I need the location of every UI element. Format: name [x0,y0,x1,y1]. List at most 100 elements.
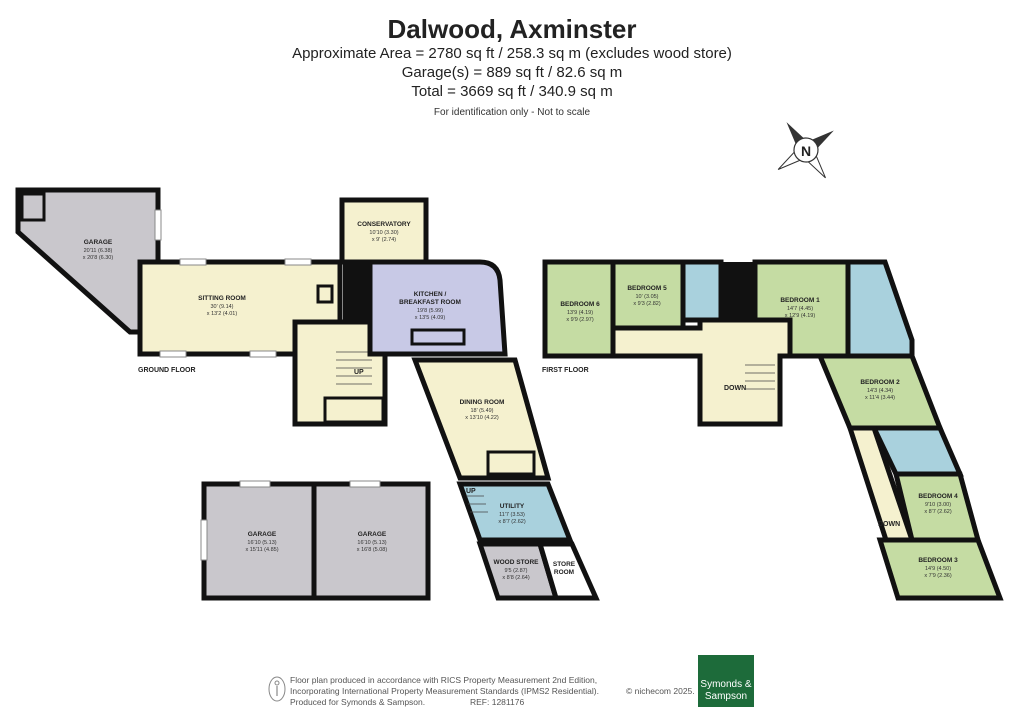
garage-right-dim1: 16'10 (5.13) [357,540,386,546]
room-garage-main [15,187,161,335]
bedroom2-dim2: x 11'4 (3.44) [865,395,895,401]
footer-ref: REF: 1281176 [470,697,525,707]
garage-window [154,209,162,241]
utility-dim2: x 8'7 (2.62) [498,519,526,525]
kitchen-label-1: KITCHEN / [414,291,447,298]
bedroom5-dim2: x 9'3 (2.82) [633,301,661,307]
store-room-label-2: ROOM [554,569,574,576]
room-garage-right [311,481,431,601]
conservatory-label: CONSERVATORY [357,221,411,228]
room-bathroom-small [680,259,724,323]
sitting-window-1 [179,258,207,266]
compass-north-label: N [801,143,811,159]
garage-area: Garage(s) = 889 sq ft / 82.6 sq m [401,64,623,81]
bedroom4-dim2: x 8'7 (2.62) [924,509,952,515]
garage-left-window [239,480,271,488]
bedroom3-dim1: 14'9 (4.50) [925,566,951,572]
conservatory-dim1: 10'10 (3.30) [369,230,398,236]
room-kitchen [367,259,508,357]
footer-line-3: Produced for Symonds & Sampson. [290,697,426,707]
garage-main-dim2: x 20'8 (6.30) [83,255,114,261]
room-ensuite-1 [845,259,915,359]
garage-cupboard [20,192,46,222]
dining-room-dim1: 18' (5.49) [470,408,493,414]
approximate-area: Approximate Area = 2780 sq ft / 258.3 sq… [292,45,732,62]
room-store-room [536,541,600,601]
stairs-ground-icon [336,351,372,385]
stairs-down-label-1: DOWN [724,385,746,392]
kitchen-dim1: 19'8 (5.99) [417,308,443,314]
agent-logo: Symonds & Sampson [698,655,754,707]
garage-right-label: GARAGE [358,531,387,538]
stairs-up-label-2: UP [466,488,476,495]
stairs-utility-icon [466,495,488,513]
dining-fireplace [486,450,536,476]
stairs-up-label-1: UP [354,369,364,376]
room-cloakroom [323,396,385,424]
bedroom3-dim2: x 7'9 (2.36) [924,573,952,579]
bedroom1-dim1: 14'7 (4.45) [787,306,813,312]
sitting-window-2 [284,258,312,266]
chimney-breast [343,262,370,322]
garage-right-dim2: x 16'8 (5.08) [357,547,388,553]
sitting-room-dim2: x 13'2 (4.01) [207,311,238,317]
bedroom2-label: BEDROOM 2 [860,379,900,386]
sitting-window-3 [159,350,187,358]
total-area: Total = 3669 sq ft / 340.9 sq m [411,83,613,100]
room-bedroom3 [876,537,1004,601]
sitting-window-4 [249,350,277,358]
room-bedroom6 [542,259,616,359]
ground-floor-label: GROUND FLOOR [138,367,196,374]
kitchen-dim2: x 13'5 (4.09) [415,315,446,321]
garage-right-window [349,480,381,488]
garage-main-label: GARAGE [84,239,113,246]
sitting-room-dim1: 30' (9.14) [210,304,233,310]
sitting-room-label: SITTING ROOM [198,295,246,302]
wood-store-label: WOOD STORE [493,559,539,566]
garage-left-dim2: x 15'11 (4.85) [245,547,278,553]
bedroom6-label: BEDROOM 6 [560,301,600,308]
bedroom4-dim1: 9'10 (3.00) [925,502,951,508]
utility-dim1: 11'7 (3.53) [499,512,525,518]
footer-text: Floor plan produced in accordance with R… [290,675,690,708]
stairs-down-label-2: DOWN [878,521,900,528]
wood-store-dim2: x 8'8 (2.64) [502,575,530,581]
fireplace-icon [316,284,334,304]
first-floor-void [721,262,755,320]
garage-main-dim1: 20'11 (6.38) [84,248,113,254]
page-title: Dalwood, Axminster [387,14,637,44]
kitchen-label-2: BREAKFAST ROOM [399,299,461,306]
bedroom6-dim1: 13'9 (4.19) [567,310,593,316]
room-utility [456,481,574,543]
dining-room-label: DINING ROOM [460,399,505,406]
disclaimer: For identification only - Not to scale [433,107,591,118]
bedroom3-label: BEDROOM 3 [918,557,958,564]
bedroom1-label: BEDROOM 1 [780,297,820,304]
stairs-first-icon [745,364,775,390]
bedroom1-dim2: x 12'9 (4.19) [785,313,816,319]
footer-line-1: Floor plan produced in accordance with R… [290,675,598,685]
room-dining-room [411,357,552,481]
dining-room-dim2: x 13'10 (4.22) [465,415,499,421]
bedroom5-label: BEDROOM 5 [627,285,667,292]
person-icon [268,676,286,702]
bedroom2-dim1: 14'3 (4.34) [867,388,893,394]
compass-icon [777,122,834,179]
store-room-label-1: STORE [553,561,576,568]
wood-store-dim1: 9'5 (2.87) [504,568,527,574]
kitchen-island [410,328,466,346]
bedroom4-label: BEDROOM 4 [918,493,958,500]
garage-left-label: GARAGE [248,531,277,538]
header: Dalwood, Axminster Approximate Area = 27… [0,0,1024,118]
garage-left-dim1: 16'10 (5.13) [247,540,276,546]
room-landing [610,317,793,427]
footer-line-2: Incorporating International Property Mea… [290,686,599,696]
first-floor-label: FIRST FLOOR [542,367,589,374]
footer-copyright: © nichecom 2025. [626,686,695,696]
garage-side-window [200,519,208,561]
bedroom5-dim1: 10' (3.05) [635,294,658,300]
utility-label: UTILITY [500,503,525,510]
bedroom6-dim2: x 9'9 (2.97) [566,317,594,323]
conservatory-dim2: x 9' (2.74) [372,237,396,243]
